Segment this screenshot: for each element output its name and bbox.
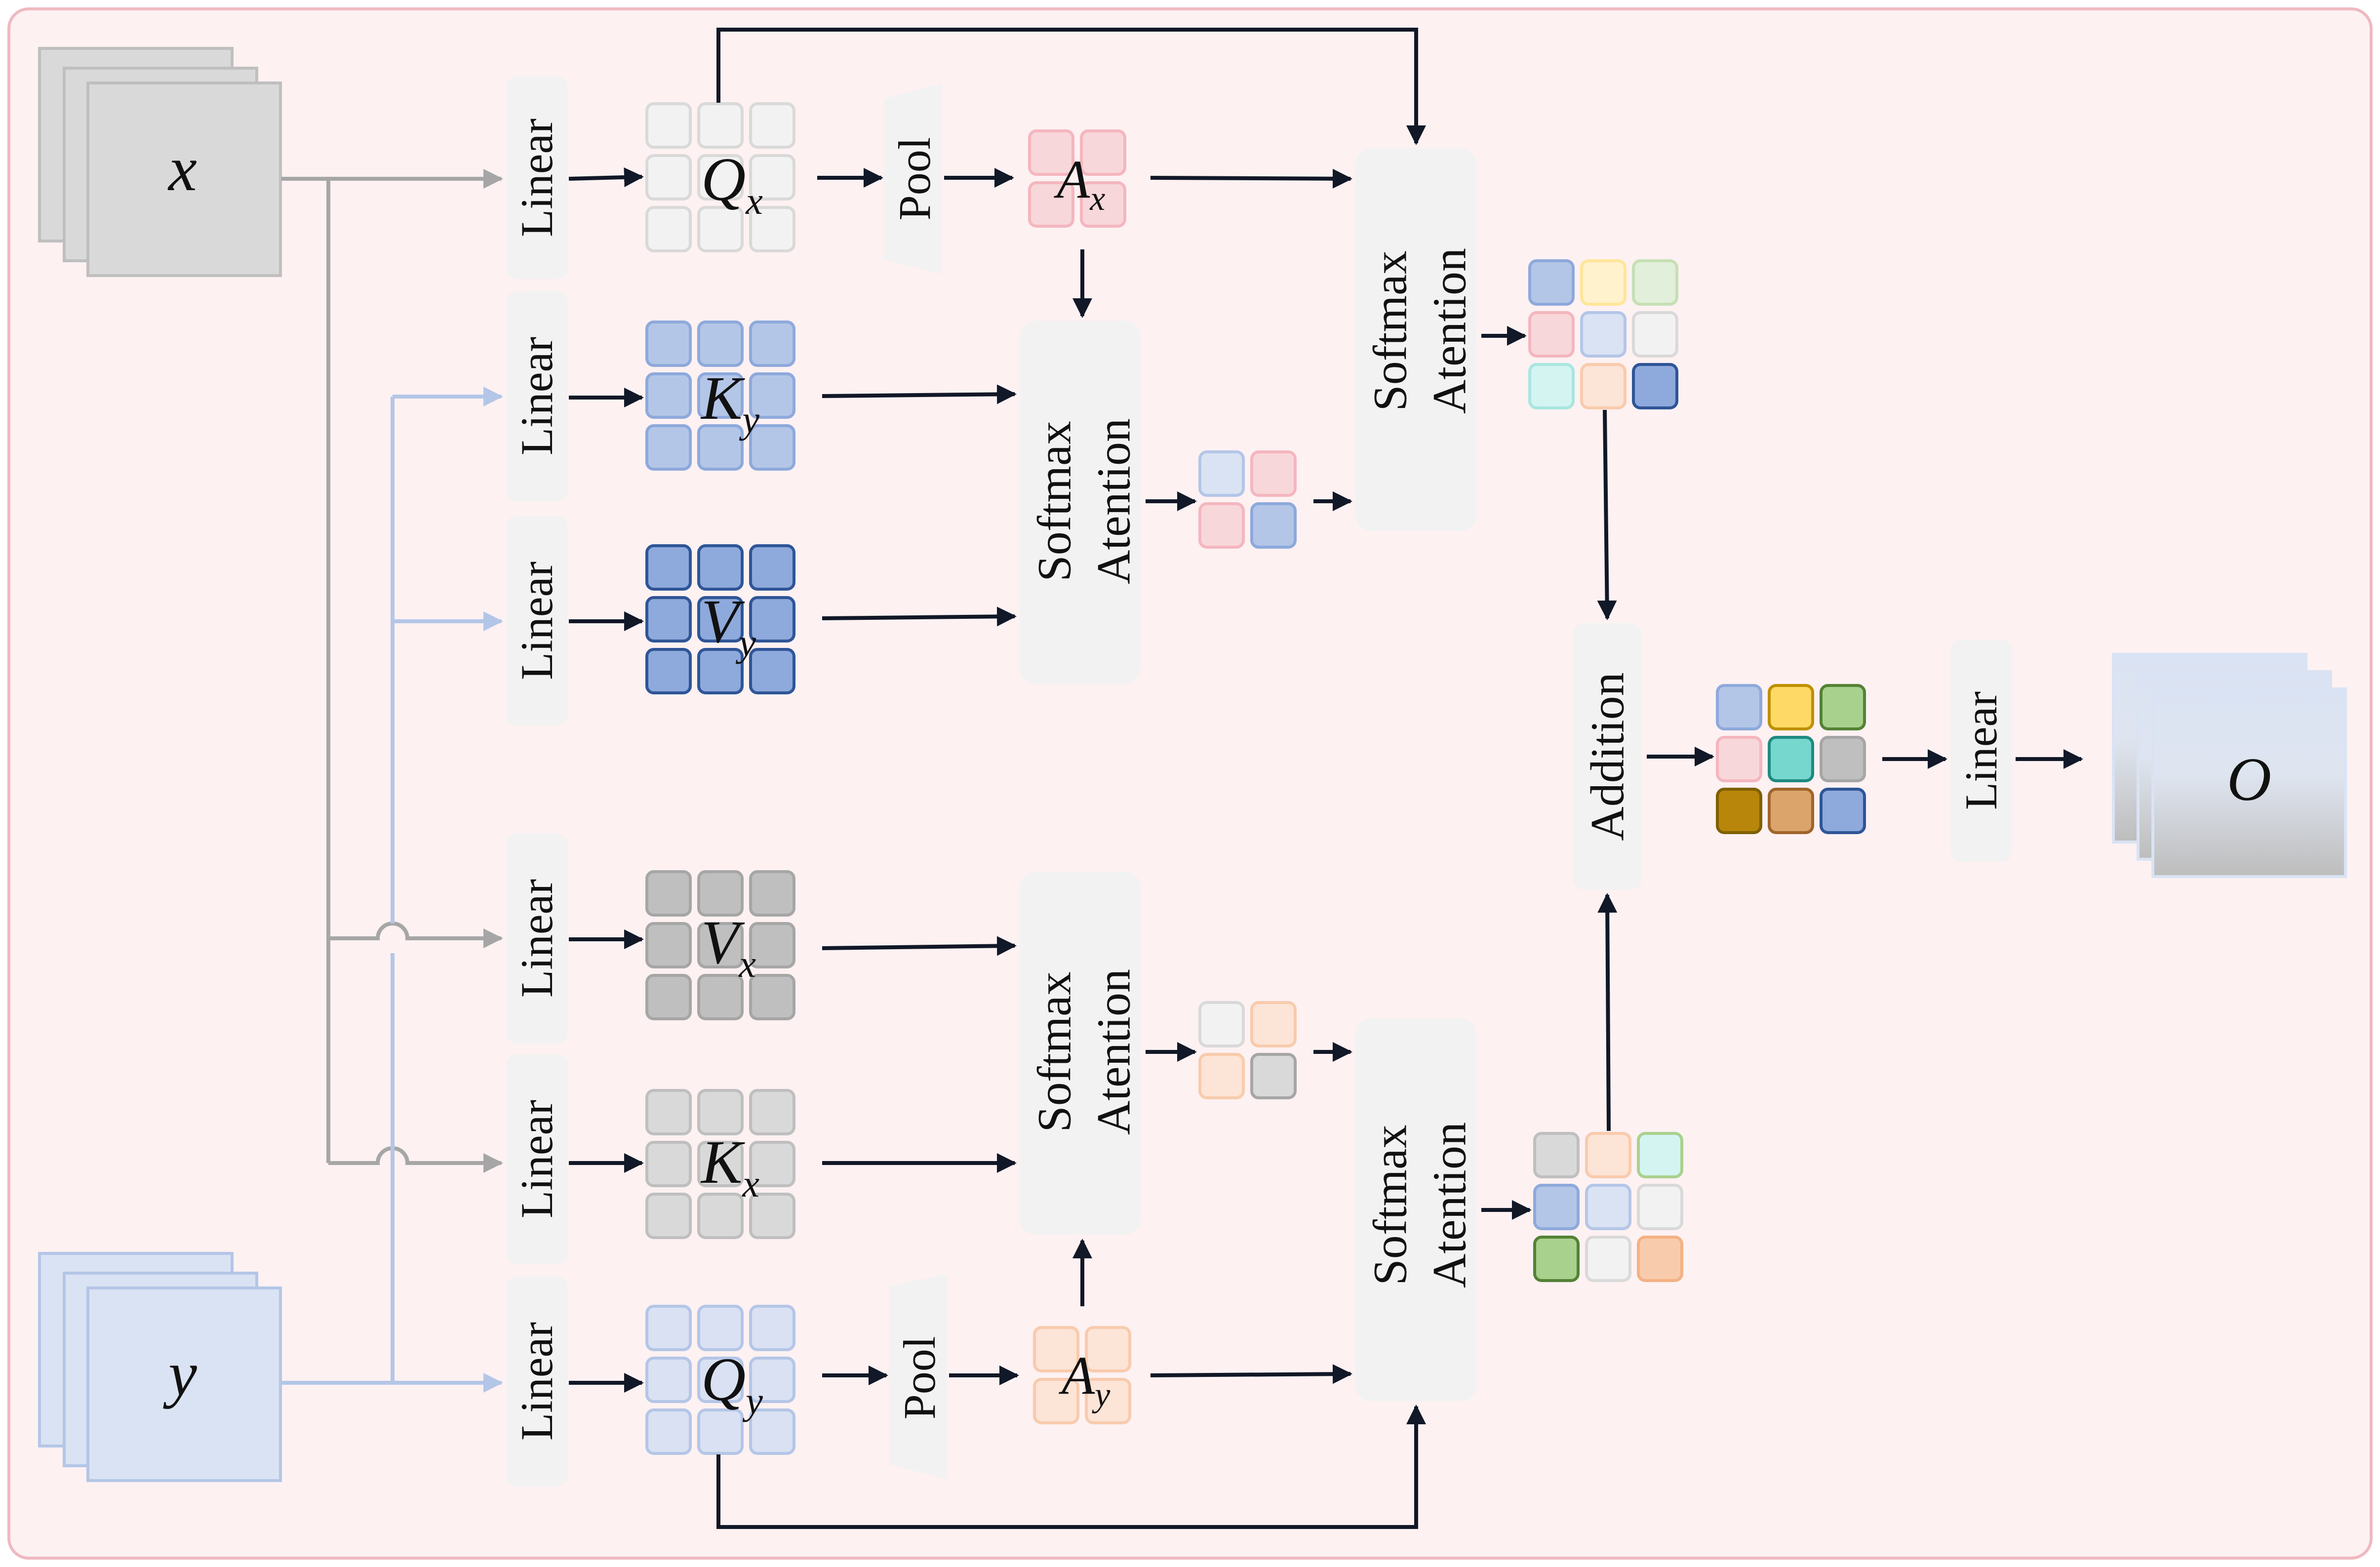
linear-block-vx: Linear: [506, 834, 568, 1044]
addition-label: Addition: [1581, 672, 1634, 841]
grid-qx: [645, 102, 795, 252]
linear-blocks: Linear Linear Linear Linear Linear Linea…: [506, 77, 2012, 1487]
pool-block-bottom: Pool: [889, 1274, 947, 1479]
grid-attention-1-output: [1198, 450, 1297, 549]
grid-attention-3-output: [1528, 259, 1678, 409]
grid-kx: [645, 1089, 795, 1239]
attention-4-line1: Softmax: [1364, 1125, 1417, 1285]
attention-block-3: Softmax Atention: [1355, 148, 1476, 531]
linear-qx-label: Linear: [512, 119, 562, 237]
grid-ky: [645, 321, 795, 471]
attention-2-line1: Softmax: [1028, 971, 1081, 1132]
addition-block: Addition: [1573, 623, 1642, 890]
token-vy-label: Vy: [701, 588, 756, 664]
attention-2-line2: Atention: [1087, 969, 1140, 1135]
linear-block-output: Linear: [1950, 640, 2012, 862]
attention-4-line2: Atention: [1423, 1122, 1476, 1288]
attention-block-1: Softmax Atention: [1020, 321, 1141, 684]
token-qx-label: Qx: [701, 146, 763, 222]
output-o-stack: O: [2112, 653, 2347, 878]
grid-qy: [645, 1305, 795, 1455]
input-y-stack: y: [38, 1252, 282, 1482]
grid-vx: [645, 870, 795, 1020]
attention-block-2: Softmax Atention: [1020, 872, 1141, 1235]
linear-vx-label: Linear: [512, 879, 562, 998]
pool-bottom-label: Pool: [894, 1336, 945, 1420]
grid-ay: [1033, 1326, 1131, 1424]
token-ky-label: Ky: [700, 364, 759, 441]
attention-block-4: Softmax Atention: [1355, 1018, 1476, 1401]
pool-top-label: Pool: [889, 137, 940, 221]
attention-1-line1: Softmax: [1028, 421, 1081, 581]
attention-3-line2: Atention: [1423, 248, 1476, 414]
token-ay-label: Ay: [1058, 1345, 1111, 1414]
token-kx-label: Kx: [700, 1128, 759, 1205]
input-y-label: y: [163, 1338, 197, 1409]
linear-vy-label: Linear: [512, 562, 562, 680]
linear-block-ky: Linear: [506, 291, 568, 501]
linear-block-kx: Linear: [506, 1054, 568, 1264]
linear-qy-label: Linear: [512, 1322, 562, 1441]
grid-addition-output: [1716, 684, 1866, 834]
linear-block-qx: Linear: [506, 77, 568, 279]
token-ax-label: Ax: [1053, 149, 1105, 218]
linear-block-qy: Linear: [506, 1277, 568, 1487]
diagram-panel: [7, 7, 2373, 1560]
input-x-stack: x: [38, 47, 282, 277]
flow-arrows: [568, 28, 2083, 1529]
linear-kx-label: Linear: [512, 1100, 562, 1218]
pool-block-top: Pool: [884, 84, 942, 274]
y-routing-lines: [281, 387, 503, 1393]
grid-ax: [1028, 129, 1126, 228]
grid-attention-4-output: [1533, 1132, 1683, 1282]
grid-attention-2-output: [1198, 1001, 1297, 1099]
input-x-label: x: [167, 133, 197, 204]
token-qy-label: Qy: [701, 1346, 763, 1422]
attention-3-line1: Softmax: [1364, 250, 1417, 411]
linear-output-label: Linear: [1956, 691, 2006, 810]
output-o-label: O: [2227, 746, 2271, 814]
token-labels: Qx Ky Vy Vx Kx Qy Ax Ay: [700, 146, 1111, 1422]
grid-vy: [645, 544, 795, 694]
attention-1-line2: Atention: [1087, 418, 1140, 584]
token-vx-label: Vx: [701, 909, 756, 985]
linear-ky-label: Linear: [512, 337, 562, 455]
linear-block-vy: Linear: [506, 516, 568, 726]
